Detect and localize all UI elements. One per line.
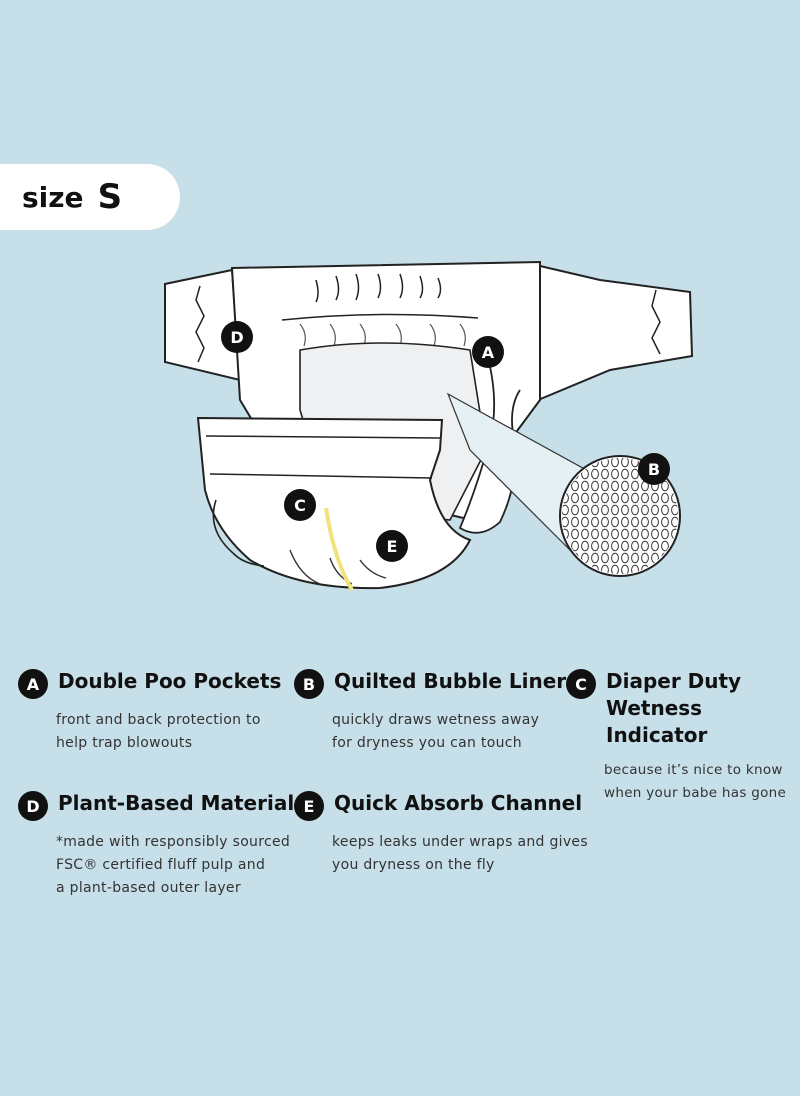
- diaper-diagram: D A B C E: [0, 240, 800, 620]
- feature-b-description: quickly draws wetness away for dryness y…: [332, 712, 540, 751]
- feature-c-title: Diaper Duty Wetness Indicator: [606, 669, 742, 747]
- feature-b-title: Quilted Bubble Liner: [334, 669, 567, 693]
- feature-e-badge: E: [294, 791, 324, 821]
- callout-d-label: D: [230, 328, 243, 347]
- feature-a-description: front and back protection to help trap b…: [56, 712, 261, 751]
- callout-c: C: [284, 489, 316, 521]
- callout-a-label: A: [482, 343, 495, 362]
- callout-d: D: [221, 321, 253, 353]
- feature-a-badge: A: [18, 669, 48, 699]
- feature-a-title: Double Poo Pockets: [58, 669, 282, 693]
- feature-e: E Quick Absorb Channel keeps leaks under…: [294, 790, 588, 877]
- callout-c-label: C: [294, 496, 306, 515]
- feature-e-title: Quick Absorb Channel: [334, 791, 583, 815]
- callout-e-label: E: [387, 537, 398, 556]
- feature-c: C Diaper Duty Wetness Indicator because …: [566, 668, 800, 805]
- feature-c-badge: C: [566, 669, 596, 699]
- diaper-illustration: D A B C E: [164, 260, 694, 592]
- callout-e: E: [376, 530, 408, 562]
- size-label-pill: size S: [0, 164, 180, 230]
- feature-d-title: Plant-Based Materials*: [58, 791, 317, 815]
- callout-b-label: B: [648, 460, 660, 479]
- wetness-indicator-stripe: [324, 507, 354, 592]
- right-fastening-tab: [536, 264, 694, 402]
- feature-b: B Quilted Bubble Liner quickly draws wet…: [294, 668, 566, 755]
- feature-d-description: *made with responsibly sourced FSC® cert…: [56, 834, 291, 896]
- feature-c-description: because it’s nice to know when your babe…: [604, 762, 787, 801]
- feature-d-badge: D: [18, 791, 48, 821]
- feature-d: D Plant-Based Materials* *made with resp…: [18, 790, 317, 900]
- feature-e-description: keeps leaks under wraps and gives you dr…: [332, 834, 588, 873]
- feature-b-badge: B: [294, 669, 324, 699]
- front-waist-panel: [196, 416, 472, 590]
- size-value: S: [97, 177, 123, 217]
- callout-b: B: [638, 453, 670, 485]
- size-word: size: [22, 180, 84, 214]
- callout-a: A: [472, 336, 504, 368]
- feature-a: A Double Poo Pockets front and back prot…: [18, 668, 281, 755]
